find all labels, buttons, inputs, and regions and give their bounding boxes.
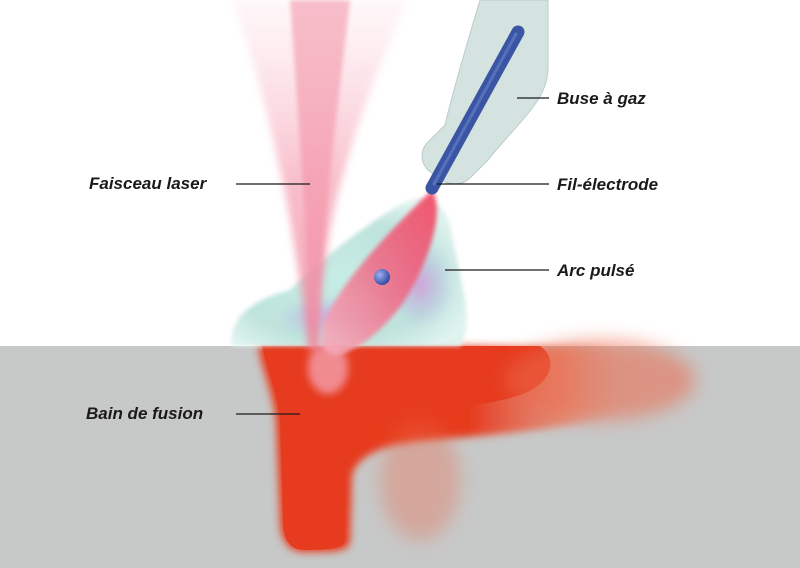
metal-droplet: [374, 269, 390, 285]
label-laser-beam: Faisceau laser: [89, 174, 207, 193]
weld-pool: [258, 340, 695, 552]
label-wire-electrode: Fil-électrode: [557, 175, 659, 194]
label-weld-pool: Bain de fusion: [86, 404, 204, 423]
laser-beam: [232, 0, 408, 350]
wire-electrode: [425, 25, 525, 195]
label-gas-nozzle: Buse à gaz: [557, 89, 646, 108]
label-pulsed-arc: Arc pulsé: [557, 261, 635, 280]
